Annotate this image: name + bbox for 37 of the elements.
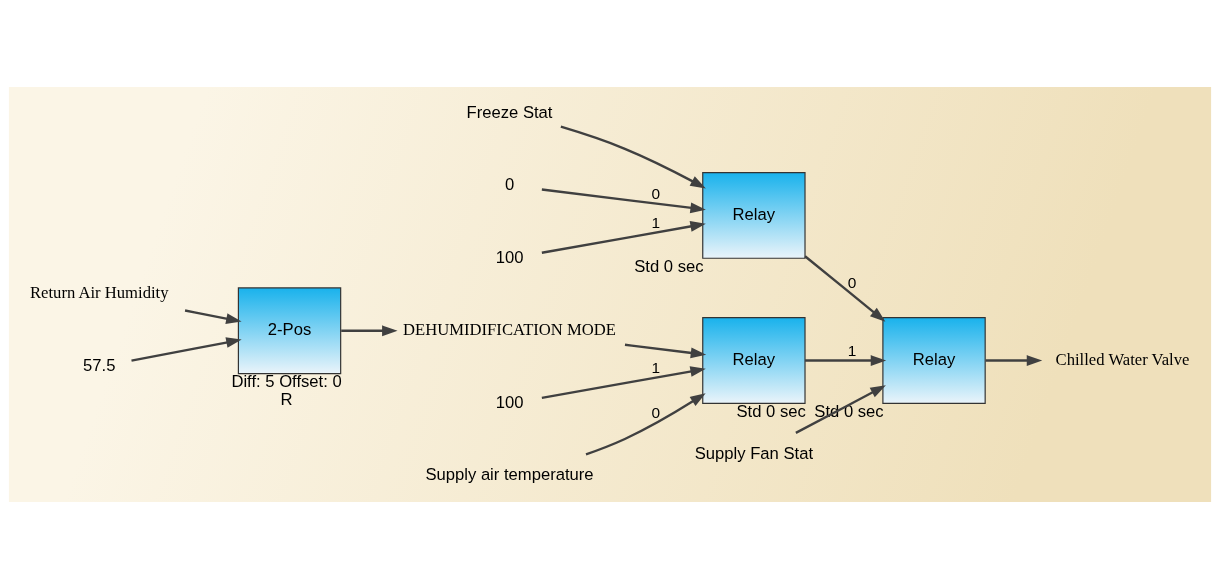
- node-text: Freeze Stat: [466, 102, 553, 122]
- arrow: [131, 336, 242, 362]
- arrow: [585, 392, 706, 455]
- edge-label: 1: [847, 341, 857, 359]
- node-text: DEHUMIDIFICATION MODE: [403, 319, 616, 339]
- arrow: [541, 365, 706, 399]
- arrow: [541, 220, 706, 254]
- arrow: [985, 354, 1043, 366]
- node-box: Relay: [702, 316, 806, 404]
- node-label: Diff: 5 Offset: 0: [231, 371, 342, 391]
- node-box: Relay: [882, 316, 986, 404]
- node-text: 0: [504, 174, 515, 194]
- node-label: Std 0 sec: [634, 256, 704, 276]
- node-text: Supply Fan Stat: [694, 443, 814, 463]
- edge-label: 0: [651, 403, 661, 421]
- node-text: Supply air temperature: [425, 464, 594, 484]
- arrow: [804, 254, 886, 322]
- arrow: [541, 187, 706, 213]
- edge-label: 1: [651, 358, 661, 376]
- node-text: Chilled Water Valve: [1055, 349, 1190, 369]
- node-box: 2-Pos: [237, 286, 342, 374]
- node-text: 57.5: [83, 355, 116, 375]
- arrow: [184, 308, 242, 324]
- arrow: [805, 354, 887, 366]
- node-text: 100: [495, 392, 524, 412]
- arrow: [341, 324, 398, 336]
- edge-label: 0: [847, 273, 857, 291]
- arrow: [624, 343, 707, 358]
- edge-label: 1: [651, 213, 661, 231]
- node-label: R: [280, 389, 293, 409]
- node-text: Return Air Humidity: [30, 282, 169, 302]
- node-text: 100: [495, 247, 524, 267]
- arrow: [795, 384, 886, 434]
- node-box: Relay: [702, 171, 806, 259]
- node-label: Std 0 sec: [736, 401, 806, 421]
- edge-label: 0: [651, 184, 661, 202]
- arrow: [560, 125, 706, 188]
